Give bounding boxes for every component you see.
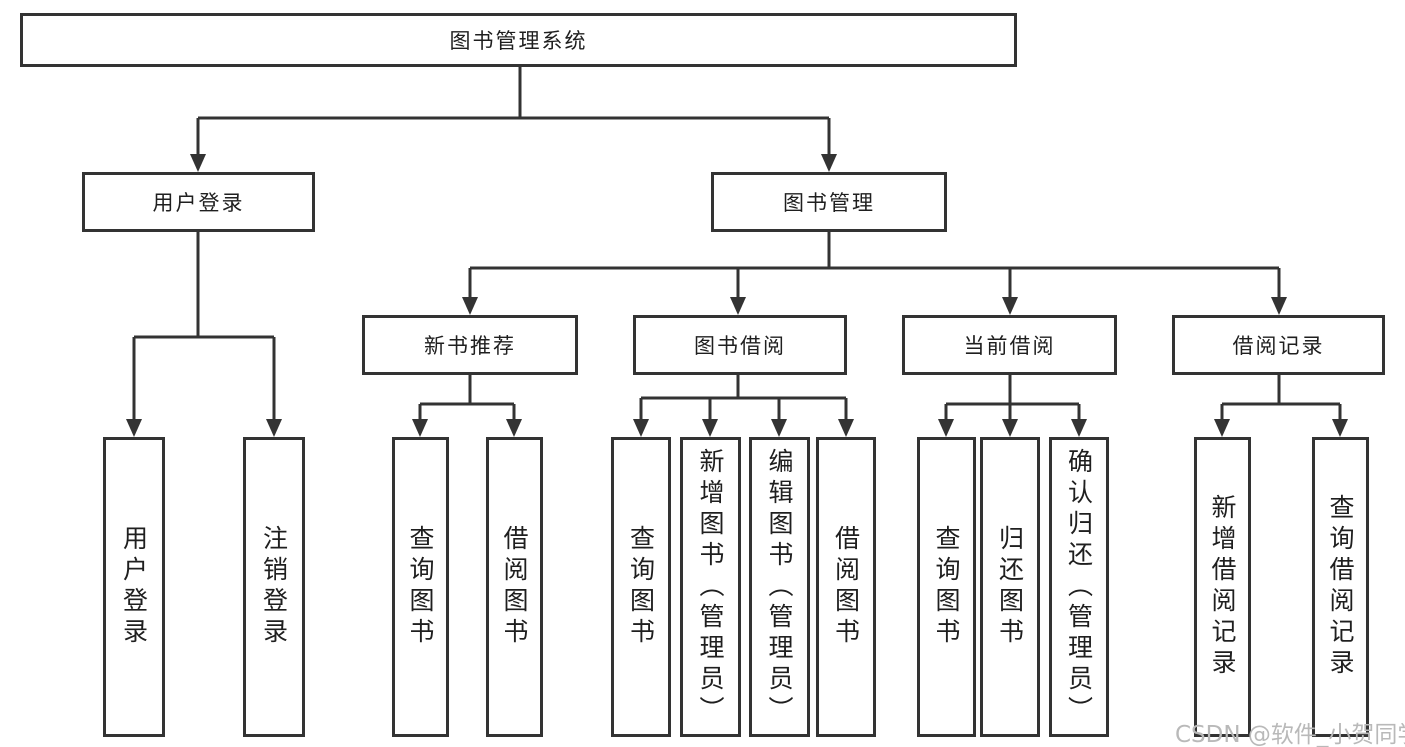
arrowhead-icon <box>1071 419 1087 437</box>
leaf-logout: 注销登录 <box>243 437 305 737</box>
leaf-user-login: 用户登录 <box>103 437 165 737</box>
arrowhead-icon <box>1002 419 1018 437</box>
node-borrowing-records: 借阅记录 <box>1172 315 1385 375</box>
watermark: CSDN @软件_小贺同学 <box>1175 722 1405 747</box>
arrowhead-icon <box>1002 297 1018 315</box>
leaf-confirm-return-admin: 确认归还（管理员） <box>1049 437 1109 737</box>
node-current-borrowing: 当前借阅 <box>902 315 1117 375</box>
arrowhead-icon <box>702 419 718 437</box>
arrowhead-icon <box>730 297 746 315</box>
arrowhead-icon <box>633 419 649 437</box>
arrowhead-icon <box>462 297 478 315</box>
arrowhead-icon <box>821 154 837 172</box>
leaf-borrow-books-recommend: 借阅图书 <box>486 437 543 737</box>
arrowhead-icon <box>126 419 142 437</box>
arrowhead-icon <box>412 419 428 437</box>
arrowhead-icon <box>266 419 282 437</box>
node-root: 图书管理系统 <box>20 13 1017 67</box>
leaf-query-books-recommend: 查询图书 <box>392 437 449 737</box>
arrowhead-icon <box>838 419 854 437</box>
arrowhead-icon <box>938 419 954 437</box>
arrowhead-icon <box>506 419 522 437</box>
arrowhead-icon <box>1214 419 1230 437</box>
leaf-return-books: 归还图书 <box>980 437 1040 737</box>
node-book-borrowing: 图书借阅 <box>633 315 847 375</box>
leaf-edit-books-admin: 编辑图书（管理员） <box>749 437 810 737</box>
node-user-login: 用户登录 <box>82 172 315 232</box>
leaf-query-borrow-record: 查询借阅记录 <box>1312 437 1369 737</box>
leaf-query-books-borrowing: 查询图书 <box>611 437 671 737</box>
leaf-add-books-admin: 新增图书（管理员） <box>680 437 741 737</box>
arrowhead-icon <box>190 154 206 172</box>
connector-path <box>132 67 1342 421</box>
leaf-add-borrow-record: 新增借阅记录 <box>1194 437 1251 737</box>
node-book-management: 图书管理 <box>711 172 947 232</box>
leaf-query-books-current: 查询图书 <box>917 437 976 737</box>
arrowheads <box>126 154 1348 437</box>
arrowhead-icon <box>771 419 787 437</box>
arrowhead-icon <box>1271 297 1287 315</box>
arrowhead-icon <box>1332 419 1348 437</box>
leaf-borrow-books-borrowing: 借阅图书 <box>816 437 876 737</box>
node-new-book-recommend: 新书推荐 <box>362 315 578 375</box>
